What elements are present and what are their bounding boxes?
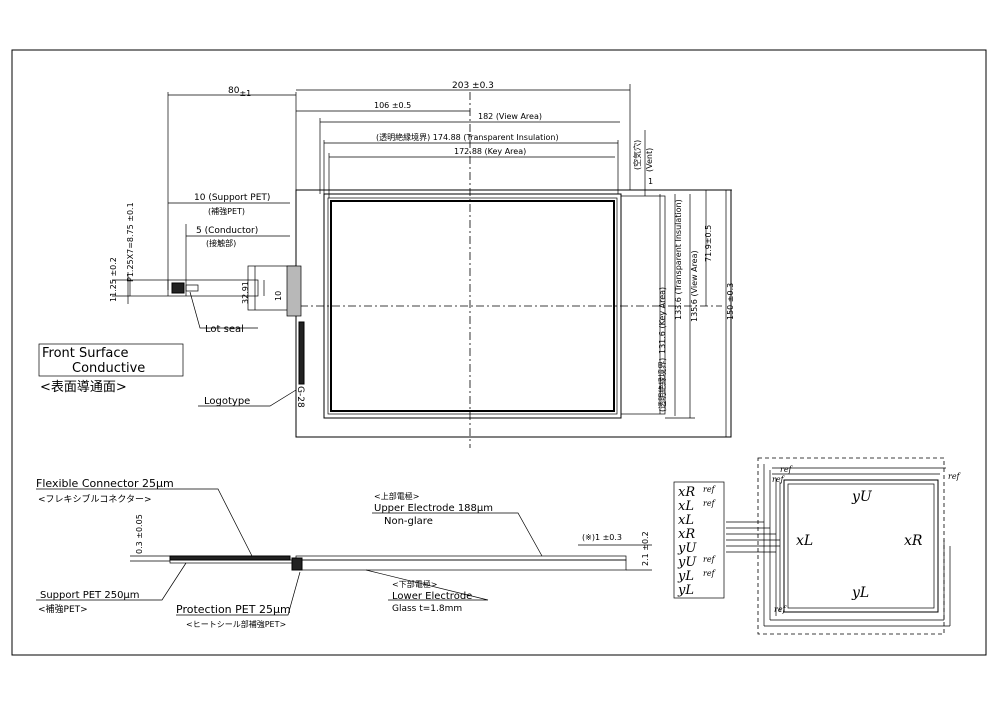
front-view: 80±1 203 ±0.3 106 ±0.5 182 (View Area) (…: [38, 81, 735, 448]
lower-electrode-label: Lower Electrode: [392, 591, 472, 602]
glass-label: Glass t=1.8mm: [392, 604, 462, 614]
view-area-outline: [330, 200, 615, 412]
schematic-xR: xR: [904, 533, 923, 549]
right-jp-label: (透明絶縁境界): [657, 358, 667, 412]
dim-21-label: 2.1 ±0.2: [641, 531, 650, 566]
pin-6-ref: ref: [703, 555, 717, 564]
logotype-mark: [298, 321, 305, 385]
right-key-area-label: 131.6 (Key Area): [658, 287, 667, 354]
schematic-inner-frame: [783, 479, 939, 613]
pin-7-ref: ref: [703, 569, 717, 578]
dim-80-label: 80±1: [228, 86, 251, 98]
pin-3: xL: [678, 513, 694, 528]
logo-code: G-28: [295, 386, 305, 408]
pin-legend: xR xL xL xR yU yU yL yL ref ref ref ref: [673, 481, 725, 599]
pin-4: xR: [678, 527, 695, 542]
heatseal-area: [286, 265, 302, 317]
dim-182-label: 182 (View Area): [478, 112, 542, 121]
schematic-ref-4: ref: [774, 605, 788, 614]
pin-8: yL: [677, 583, 694, 598]
right-overall-label: 150 ±0.3: [726, 283, 735, 320]
dim-106-label: 106 ±0.5: [374, 101, 411, 110]
vent-label: (Vent): [645, 148, 654, 172]
dim-1-label: (※)1 ±0.3: [582, 533, 622, 542]
front-title-1: Front Surface: [42, 346, 129, 361]
right-frame: [620, 195, 666, 415]
right-half-label: 71.9±0.5: [704, 225, 713, 262]
front-title-2: Conductive: [72, 361, 145, 376]
support-pet-label: 10 (Support PET): [194, 193, 270, 203]
protection-pet-jp: <ヒートシール部補強PET>: [186, 619, 286, 629]
logotype-label: Logotype: [204, 396, 250, 407]
schematic-yL: yL: [851, 585, 869, 601]
support-pet-section-label: Support PET 250μm: [40, 590, 140, 601]
dim-3291-label: 32.91: [241, 281, 250, 304]
dim-203-label: 203 ±0.3: [452, 81, 494, 91]
lot-seal-label: Lot seal: [205, 324, 244, 335]
dim-174-label: (透明絶縁境界) 174.88 (Transparent Insulation): [376, 132, 559, 142]
dim-10-label: 10: [274, 291, 283, 301]
schematic-yU: yU: [851, 489, 873, 505]
heat-seal-block: [291, 557, 303, 571]
upper-electrode-layer: [295, 555, 627, 561]
support-pet-section-jp: <補強PET>: [38, 603, 88, 615]
flex-tail: [129, 279, 259, 297]
sheet-border: [11, 49, 987, 656]
glass-layer: [295, 559, 627, 571]
front-surface-box: [38, 343, 184, 377]
tail-width-label: 11.25 ±0.2: [109, 257, 118, 302]
schematic-ref-3: ref: [948, 472, 962, 481]
flex-connector-jp: <フレキシブルコネクター>: [38, 493, 152, 505]
schematic-electrode-frame: [787, 483, 935, 609]
upper-electrode-label: Upper Electrode 188μm: [374, 503, 493, 514]
right-view-area-label: 135.6 (View Area): [690, 250, 699, 322]
schematic-ref-2: ref: [772, 475, 786, 484]
flex-connector-layer: [169, 555, 291, 561]
vent-dim: 1: [648, 177, 653, 186]
pin-1: xR: [678, 485, 695, 500]
front-title-jp: <表面導通面>: [40, 380, 127, 395]
conductor-pads: [171, 282, 185, 294]
pin-7: yL: [677, 569, 694, 584]
right-trans-ins-label: 133.6 (Transparent Insulation): [674, 199, 683, 320]
upper-jp: <上部電極>: [374, 491, 419, 501]
pitch-label: P1.25X7=8.75 ±0.1: [126, 202, 135, 282]
lower-jp: <下部電極>: [392, 579, 437, 589]
conductor-label: 5 (Conductor): [196, 226, 258, 236]
schematic-ref-1: ref: [780, 465, 794, 474]
vent-jp-label: (空気穴): [632, 140, 642, 170]
non-glare-label: Non-glare: [384, 516, 433, 527]
protection-pet-label: Protection PET 25μm: [176, 603, 291, 616]
pin-legend-box: [673, 481, 725, 599]
pin-6: yU: [677, 555, 697, 570]
flex-connector-label: Flexible Connector 25μm: [36, 477, 174, 490]
pin-5: yU: [677, 541, 697, 556]
pin-2-ref: ref: [703, 499, 717, 508]
lot-seal-box: [185, 284, 199, 292]
schematic-xL: xL: [796, 533, 813, 549]
section-view: 0.3 ±0.05 2.1 ±0.2 (※)1 ±0.3 Flexible Co…: [36, 477, 652, 629]
dim-03-label: 0.3 ±0.05: [135, 514, 144, 554]
pin-2: xL: [678, 499, 694, 514]
support-pet-jp: (補強PET): [208, 206, 245, 216]
pin-1-ref: ref: [703, 485, 717, 494]
electrode-schematic: yU xL xR yL ref ref ref ref: [726, 457, 962, 635]
conductor-jp: (接触部): [206, 238, 236, 248]
dim-172-label: 172.88 (Key Area): [454, 147, 526, 156]
